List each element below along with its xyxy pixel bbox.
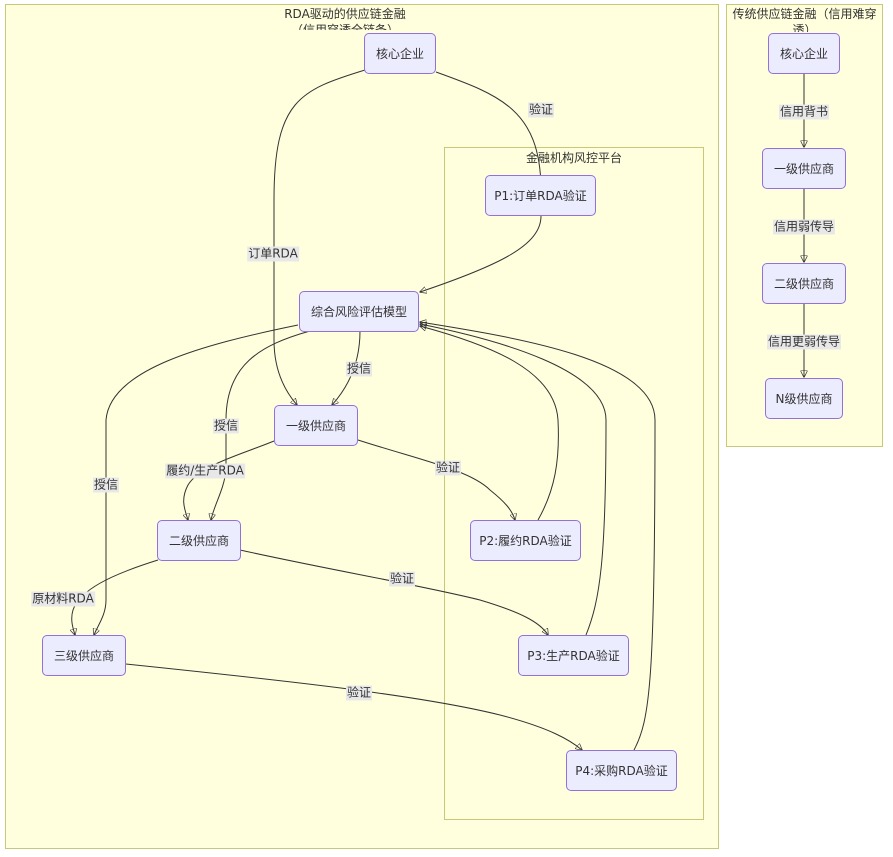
cluster-platform-title: 金融机构风控平台 (525, 151, 622, 165)
node-tier1-supplier[interactable]: 一级供应商 (274, 405, 358, 446)
cluster-rda-title: RDA驱动的供应链金融（信用穿透全链条） (284, 7, 406, 30)
edge-tier1-to-p2 (357, 439, 515, 520)
node-p1-order-rda[interactable]: P1:订单RDA验证 (485, 175, 596, 216)
node-trad-tier1-supplier[interactable]: 一级供应商 (762, 148, 846, 189)
edge-label-model-to-tier1: 授信 (345, 361, 373, 377)
node-p3-production-rda[interactable]: P3:生产RDA验证 (518, 635, 629, 676)
edge-core-to-tier1 (273, 69, 366, 405)
edge-label-core-to-tier1: 订单RDA (247, 246, 299, 262)
node-core-enterprise[interactable]: 核心企业 (364, 33, 436, 74)
edge-core-to-p1 (435, 71, 541, 188)
edge-label-core-to-p1: 验证 (527, 102, 555, 118)
edge-p2-to-model (420, 326, 559, 521)
edge-tier2-to-p3 (239, 549, 548, 635)
edge-label-tier1-to-tier2: 履约/生产RDA (165, 463, 245, 479)
node-trad-tier2-supplier[interactable]: 二级供应商 (762, 263, 846, 304)
edge-model-to-tier3 (94, 324, 299, 635)
cluster-traditional-title: 传统供应链金融（信用难穿透） (732, 7, 877, 32)
edge-p1-to-model (420, 215, 542, 292)
edge-tier3-to-p4 (125, 663, 582, 750)
node-p4-procurement-rda[interactable]: P4:采购RDA验证 (566, 750, 677, 791)
node-trad-tierN-supplier[interactable]: N级供应商 (765, 378, 843, 419)
edge-tier1-to-tier2 (184, 440, 275, 520)
node-tier3-supplier[interactable]: 三级供应商 (42, 635, 126, 676)
node-tier2-supplier[interactable]: 二级供应商 (157, 520, 241, 561)
edge-p3-to-model (420, 324, 607, 636)
edge-model-to-tier2 (211, 330, 311, 520)
edge-label-tier2-to-tier3: 原材料RDA (31, 591, 95, 607)
node-trad-core-enterprise[interactable]: 核心企业 (768, 33, 840, 74)
edge-label-trad-tier2-to-tierN: 信用更弱传导 (766, 334, 842, 350)
node-p2-fulfillment-rda[interactable]: P2:履约RDA验证 (470, 520, 581, 561)
edge-label-trad-tier1-to-tier2: 信用弱传导 (772, 219, 836, 235)
edge-label-tier3-to-p4: 验证 (345, 685, 373, 701)
edge-p4-to-model (420, 322, 656, 751)
edge-label-model-to-tier2: 授信 (212, 418, 240, 434)
cluster-risk-platform (444, 147, 704, 820)
node-risk-model[interactable]: 综合风险评估模型 (299, 291, 419, 332)
edge-label-tier1-to-p2: 验证 (434, 460, 462, 476)
edge-label-tier2-to-p3: 验证 (388, 571, 416, 587)
edge-label-model-to-tier3: 授信 (92, 477, 120, 493)
edge-tier2-to-tier3 (72, 559, 159, 635)
edge-label-trad-core-to-tier1: 信用背书 (778, 104, 830, 120)
